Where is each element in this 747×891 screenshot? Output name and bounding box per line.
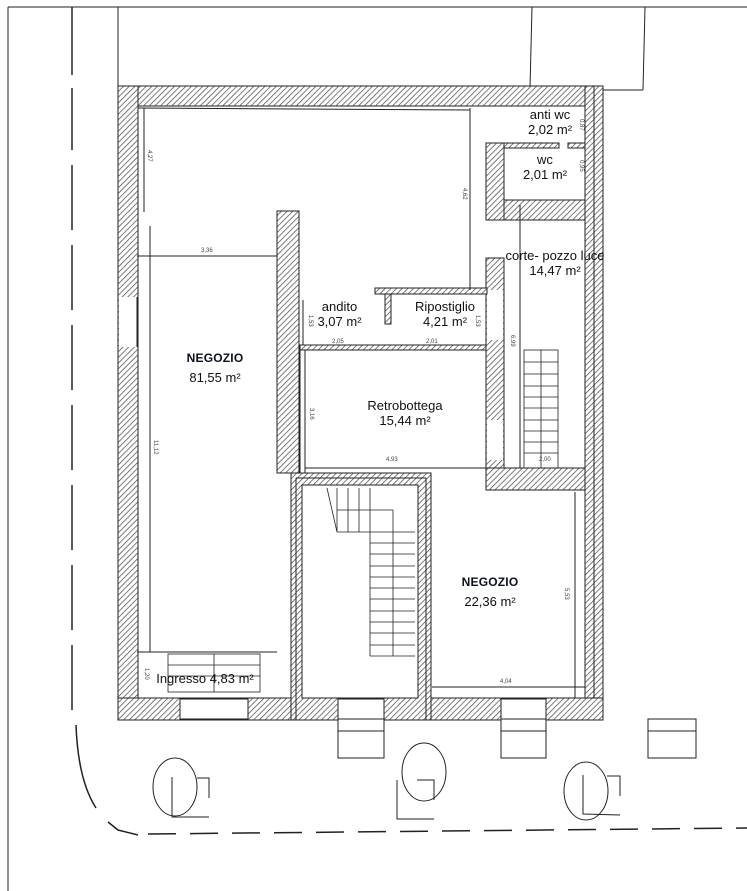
room-area: 14,47 m²: [529, 262, 581, 278]
dim-retrobottega-height: 3,16: [308, 408, 314, 420]
room-name: Retrobottega: [367, 398, 443, 413]
dim-anti-wc-height: 0,87: [578, 119, 584, 131]
external-steps: [337, 718, 697, 759]
dim-negozio-height: 11,12: [152, 440, 158, 455]
room-area: 4,21 m²: [422, 313, 468, 329]
room-anti-wc: anti wc 2,02 m²: [505, 107, 595, 138]
dim-upper-height-right: 4,62: [461, 188, 467, 200]
room-wc: wc 2,01 m²: [500, 152, 590, 183]
dim-corte-width: 2,00: [539, 457, 551, 463]
room-ingresso: Ingresso 4,83 m²: [150, 671, 260, 687]
room-area: 15,44 m²: [379, 412, 431, 428]
room-andito: andito 3,07 m²: [302, 299, 377, 330]
room-name: anti wc: [529, 107, 571, 122]
dim-andito-width: 2,05: [332, 339, 344, 345]
bottom-openings: [179, 698, 547, 720]
dim-retrobottega-width: 4,93: [386, 457, 398, 463]
room-area: 2,01 m²: [522, 166, 568, 182]
room-corte-pozzo-luce: corte- pozzo luce 14,47 m²: [495, 248, 615, 279]
room-name: corte- pozzo luce: [505, 248, 605, 263]
room-name: Ingresso: [156, 671, 207, 686]
room-ripostiglio: Ripostiglio 4,21 m²: [400, 299, 490, 330]
dim-ingresso-height: 1,20: [143, 668, 149, 680]
room-area: 81,55 m²: [189, 369, 241, 385]
room-name: NEGOZIO: [461, 575, 519, 589]
dim-upper-height-left: 4,27: [146, 150, 152, 162]
room-area: 4,83 m²: [209, 671, 254, 686]
dim-negozio-small-width: 4,04: [500, 679, 512, 685]
dim-andito-height: 1,53: [307, 315, 313, 327]
dim-negozio-width: 3,36: [201, 248, 213, 254]
room-area: 22,36 m²: [464, 593, 516, 609]
dim-ripostiglio-height: 1,53: [474, 315, 480, 327]
dim-corte-height: 6,99: [509, 335, 515, 347]
room-retrobottega: Retrobottega 15,44 m²: [350, 398, 460, 429]
ingresso-steps: [167, 653, 261, 693]
street-boundary: [71, 7, 747, 836]
corte-stairs: [523, 349, 559, 469]
room-negozio-small: NEGOZIO 22,36 m²: [440, 575, 540, 610]
street-trees: [152, 742, 621, 821]
dim-ripostiglio-width: 2,01: [426, 339, 438, 345]
room-area: 2,02 m²: [527, 121, 573, 137]
room-name: Ripostiglio: [415, 299, 475, 314]
core-stairs: [326, 487, 415, 657]
room-name: wc: [537, 152, 553, 167]
inner-lines: [137, 107, 585, 698]
room-negozio-main: NEGOZIO 81,55 m²: [160, 351, 270, 386]
dim-wc-height: 0,95: [578, 160, 584, 172]
room-area: 3,07 m²: [317, 313, 362, 329]
room-name: NEGOZIO: [186, 351, 244, 365]
room-name: andito: [321, 299, 358, 314]
dim-negozio-small-height: 5,53: [563, 588, 569, 600]
